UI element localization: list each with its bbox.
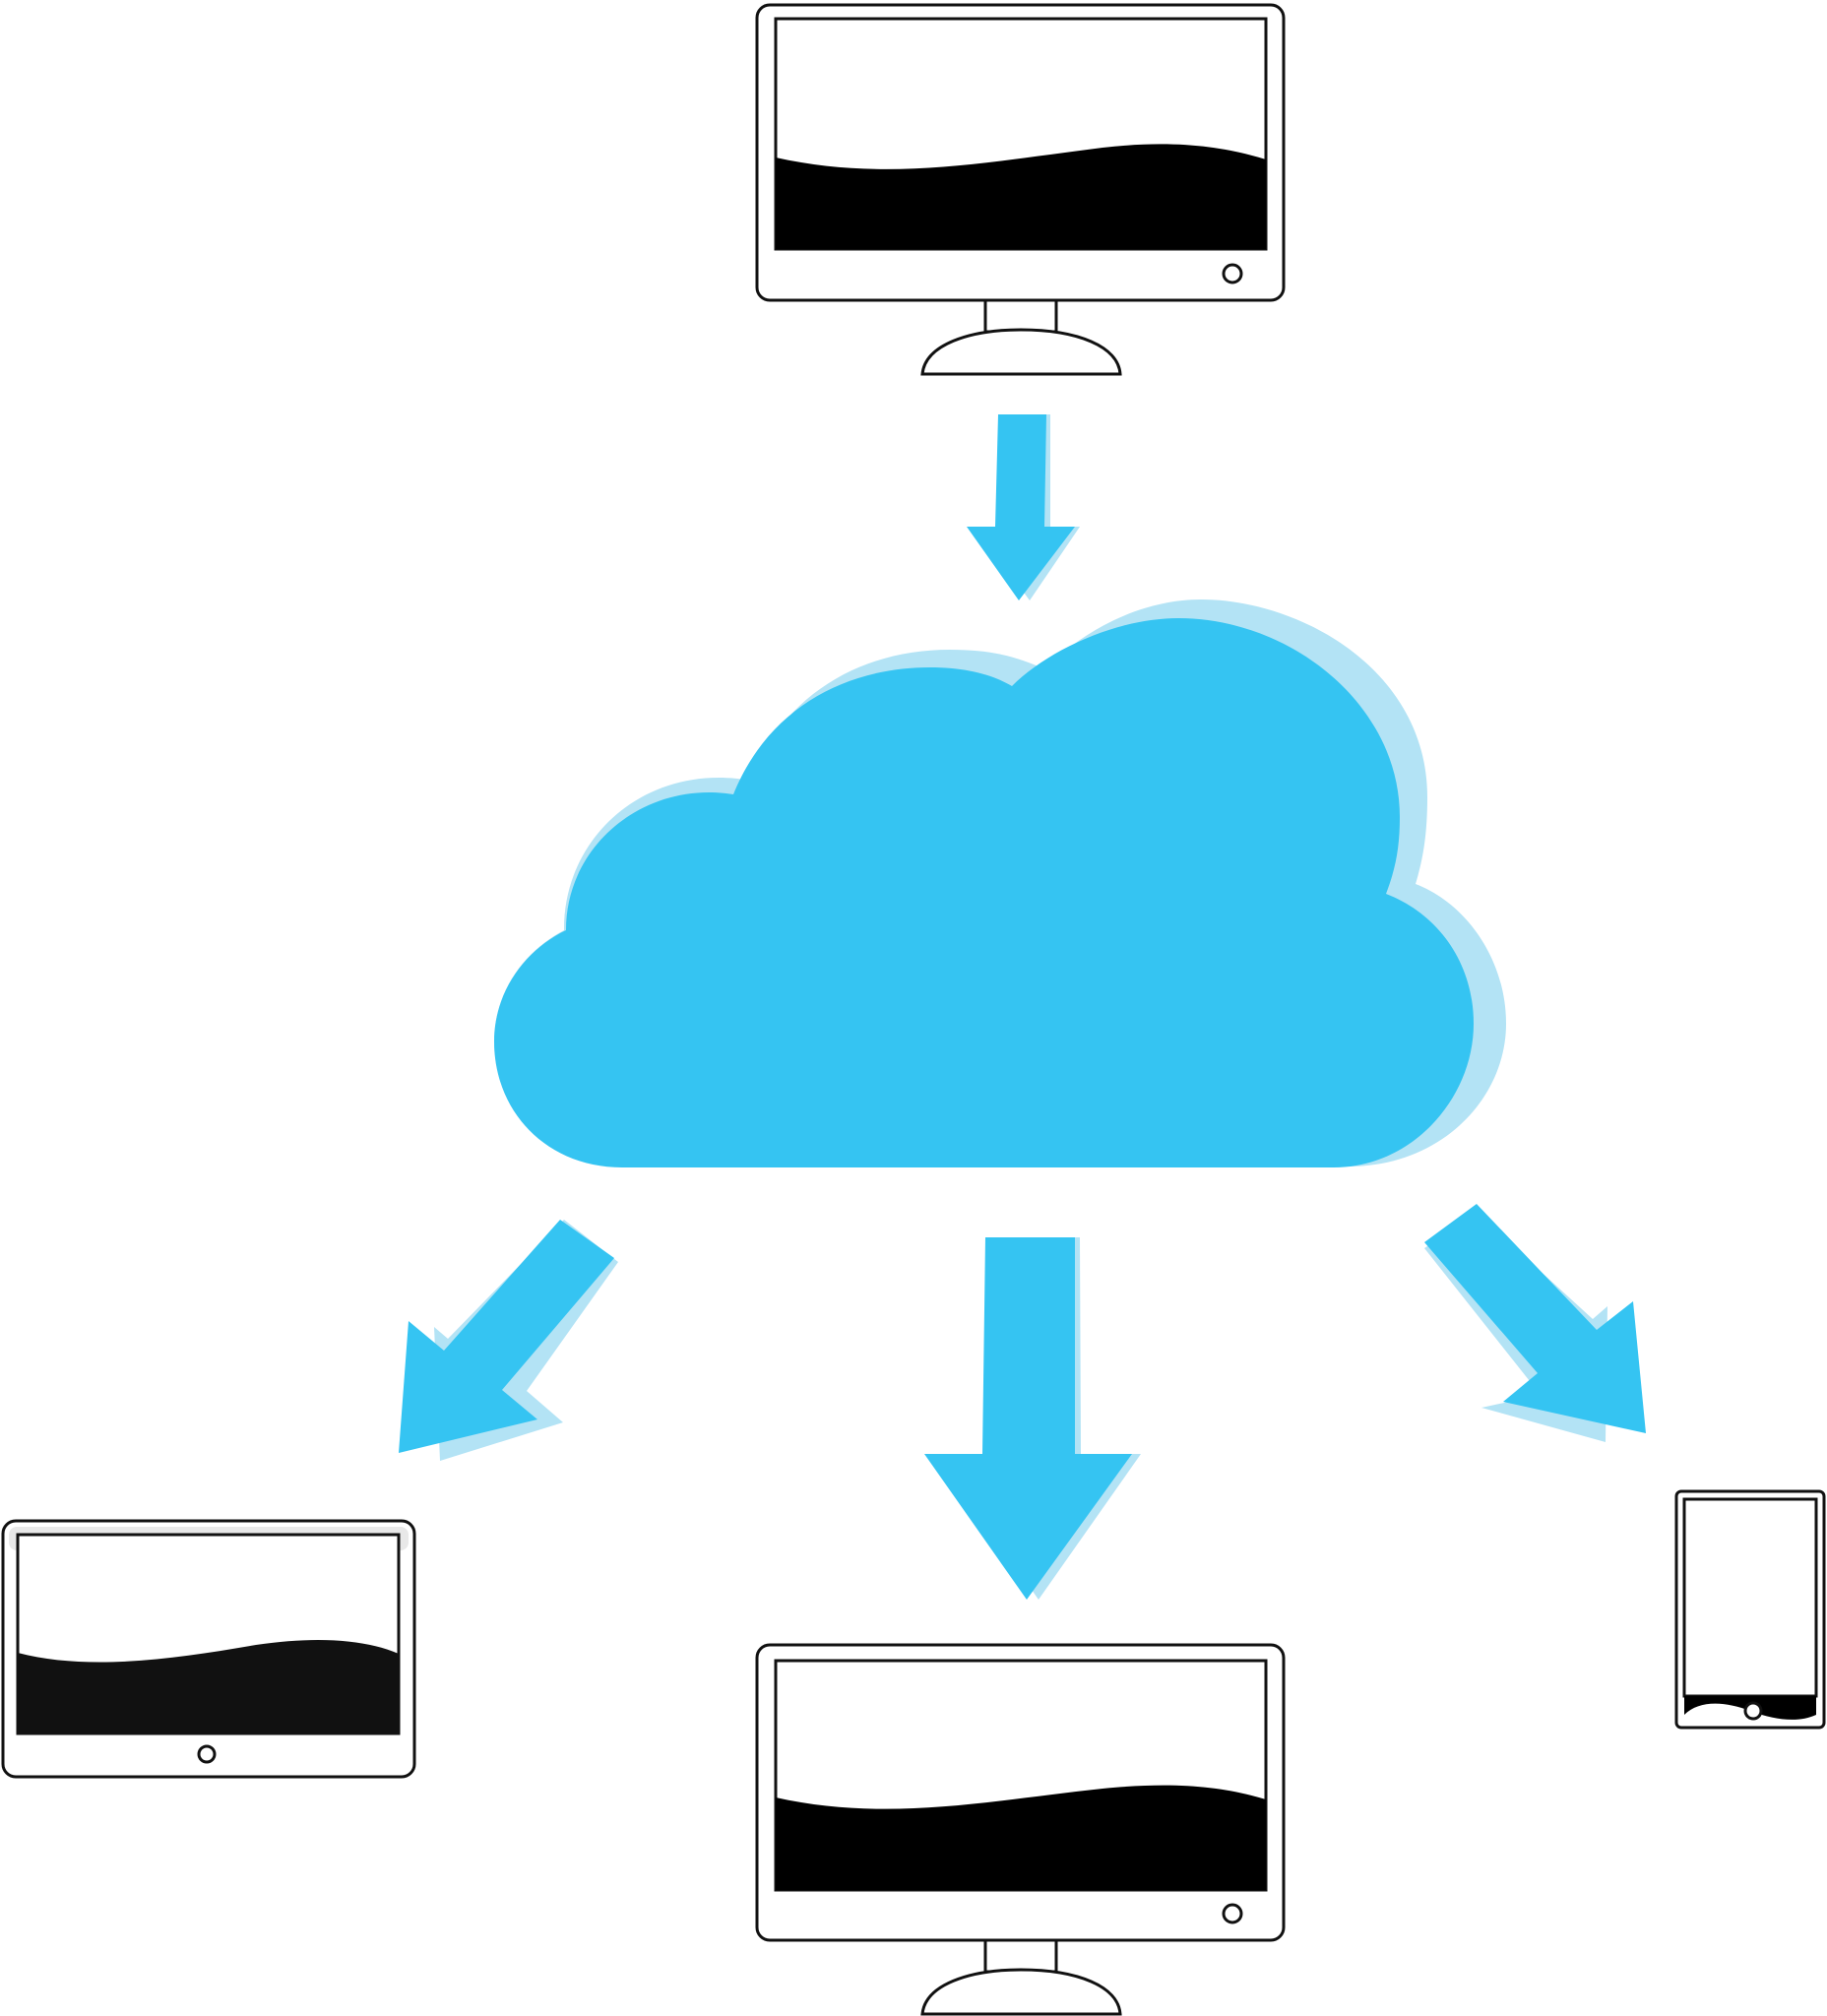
screen-wave: [776, 144, 1266, 249]
arrow-down-icon: [967, 414, 1080, 600]
arrow-down-left-icon: [399, 1220, 618, 1461]
smartphone-icon: [1674, 1489, 1826, 1730]
monitor-stand: [920, 328, 1122, 376]
arrow-down-icon: [924, 1237, 1141, 1600]
cloud-body: [494, 618, 1474, 1167]
target-monitor-icon: [755, 1643, 1286, 2016]
power-button-icon: [1222, 263, 1243, 284]
landscape-tablet-icon: [1, 1519, 416, 1779]
screen-wave: [18, 1639, 399, 1733]
arrow-down-right-icon: [1424, 1204, 1646, 1442]
power-button-icon: [1222, 1903, 1243, 1924]
monitor-stand: [920, 1968, 1122, 2016]
cloud-icon: [494, 599, 1506, 1167]
source-monitor-icon: [755, 3, 1286, 376]
screen-wave: [776, 1785, 1266, 1890]
home-button-icon: [197, 1744, 217, 1764]
home-button-icon: [1743, 1701, 1763, 1721]
